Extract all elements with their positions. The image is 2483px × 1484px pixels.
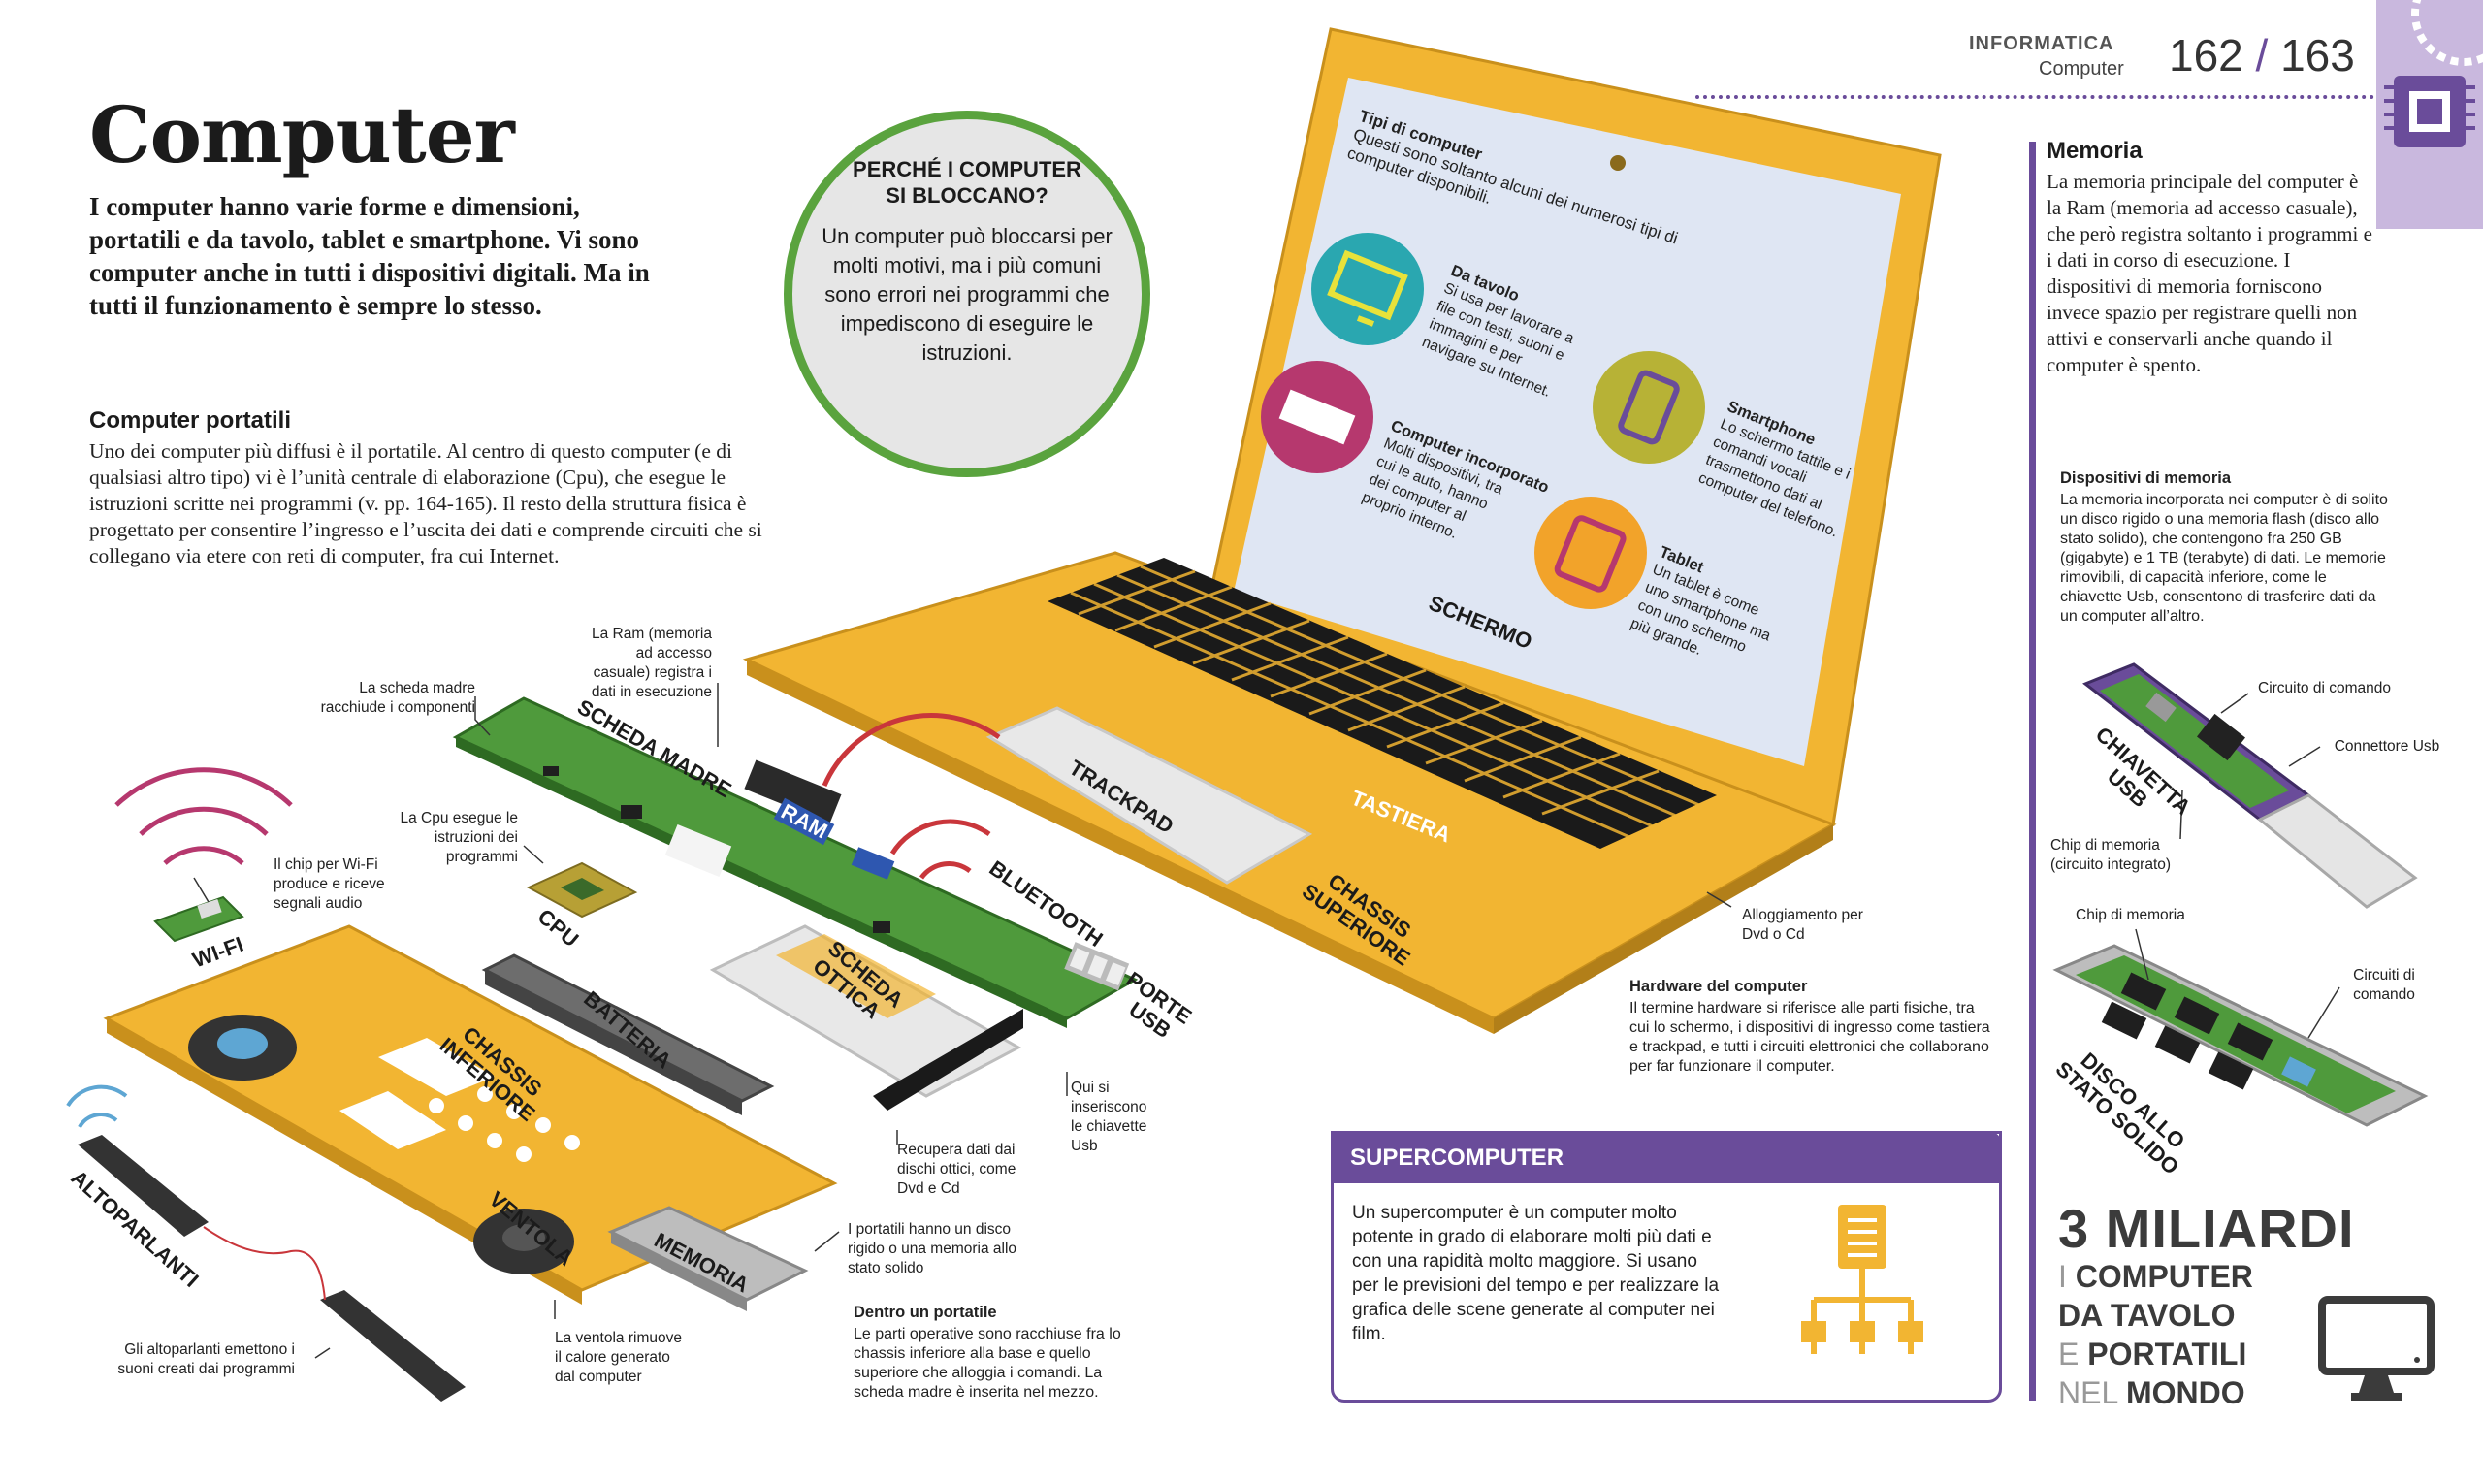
caption-usb: Qui si inseriscono le chiavette Usb: [1071, 1080, 1147, 1154]
page-left: 162: [2169, 30, 2243, 81]
smartphone-icon: [1593, 351, 1705, 464]
caption-altoparlanti: Gli altoparlanti emettono i suoni creati…: [117, 1341, 295, 1377]
caption-circuiti-comando: Circuiti di comando: [2353, 967, 2415, 1003]
caption-connettore: Connettore Usb: [2334, 738, 2440, 755]
cpu-chip-icon: [2384, 0, 2483, 147]
wifi-chip: [153, 895, 244, 943]
stat-line-2: DA TAVOLO: [2058, 1296, 2253, 1335]
motherboard: [452, 696, 1139, 1028]
bubble-text: Un computer può bloccarsi per molti moti…: [822, 224, 1113, 365]
laptop-base: [742, 551, 1837, 1034]
dispositivi-heading: Dispositivi di memoria: [2060, 469, 2232, 487]
caption-chip-memoria-ic: Chip di memoria (circuito integrato): [2050, 837, 2172, 873]
trackpad: [985, 706, 1313, 885]
dispositivi-text: La memoria incorporata nei computer è di…: [2060, 492, 2388, 625]
stat-l1b: COMPUTER: [2075, 1259, 2253, 1294]
supercomputer-text: Un supercomputer è un computer molto pot…: [1352, 1203, 1720, 1344]
usb-stick: [2082, 662, 2418, 909]
ssd: [2052, 944, 2429, 1127]
stat-l3a: E: [2058, 1337, 2080, 1371]
keyboard: [1048, 558, 1717, 849]
wifi-waves: [114, 767, 293, 865]
portatili-heading: Computer portatili: [89, 407, 291, 434]
stat-l4a: NEL: [2058, 1375, 2118, 1410]
memoria-heading: Memoria: [2047, 138, 2143, 164]
subsection-label: Computer: [2039, 58, 2124, 80]
portatili-text: Uno dei computer più diffusi è il portat…: [89, 439, 762, 567]
why-freeze-bubble: PERCHÉ I COMPUTER SI BLOCCANO? Un comput…: [784, 111, 1150, 477]
stat-line-3: E PORTATILI: [2058, 1335, 2253, 1373]
memoria-text: La memoria principale del computer è la …: [2047, 170, 2372, 376]
bluetooth-waves: [822, 713, 1001, 880]
caption-memoria: I portatili hanno un disco rigido o una …: [848, 1221, 1017, 1276]
tablet-icon: [1534, 497, 1647, 609]
caption-chip-memoria: Chip di memoria: [2076, 907, 2185, 923]
embedded-icon: [1261, 361, 1373, 473]
caption-ventola: La ventola rimuove il calore generato da…: [555, 1330, 682, 1385]
section-label: INFORMATICA: [1969, 33, 2114, 54]
cpu-chip: [526, 861, 638, 919]
stat-line-1: I COMPUTER: [2058, 1257, 2253, 1296]
supercomputer-heading: SUPERCOMPUTER: [1350, 1145, 1564, 1171]
header-dotted-rule: [1695, 95, 2374, 99]
page-title: Computer: [89, 89, 515, 180]
bubble-title: PERCHÉ I COMPUTER SI BLOCCANO?: [853, 157, 1081, 208]
chip-badge: [2376, 0, 2483, 229]
caption-ottica: Recupera dati dai dischi ottici, come Dv…: [897, 1142, 1016, 1197]
dentro-text: Le parti operative sono racchiuse fra lo…: [854, 1326, 1121, 1401]
stat-label: I COMPUTER DA TAVOLO E PORTATILI NEL MON…: [2058, 1257, 2253, 1412]
stat-l3b: PORTATILI: [2087, 1337, 2247, 1371]
lower-chassis: [103, 924, 838, 1305]
optical-drive: [709, 924, 1023, 1111]
right-column-bar: [2029, 142, 2036, 1401]
battery: [481, 953, 775, 1115]
stat-number: 3 MILIARDI: [2058, 1198, 2355, 1259]
caption-cpu: La Cpu esegue le istruzioni dei programm…: [400, 810, 518, 865]
intro-text: I computer hanno varie forme e dimension…: [89, 192, 650, 320]
page-numbers: 162 / 163: [2169, 29, 2355, 81]
network-icon: [1801, 1205, 1923, 1354]
stat-l1a: I: [2058, 1259, 2067, 1294]
stat-l2: DA TAVOLO: [2058, 1298, 2236, 1333]
hardware-text: Il termine hardware si riferisce alle pa…: [1629, 1000, 1990, 1075]
dentro-heading: Dentro un portatile: [854, 1304, 997, 1321]
desktop-icon: [1311, 233, 1424, 345]
caption-scheda-madre: La scheda madre racchiude i componenti: [320, 680, 475, 716]
memory-module: [607, 1206, 809, 1311]
caption-ram: La Ram (memoria ad accesso casuale) regi…: [591, 626, 712, 700]
stat-l4b: MONDO: [2125, 1375, 2245, 1410]
caption-wifi: Il chip per Wi-Fi produce e riceve segna…: [274, 856, 385, 912]
page-separator: /: [2255, 30, 2269, 81]
hardware-heading: Hardware del computer: [1629, 978, 1808, 995]
stat-line-4: NEL MONDO: [2058, 1373, 2253, 1412]
page-right: 163: [2280, 30, 2355, 81]
caption-circuito-comando: Circuito di comando: [2258, 680, 2391, 696]
speakers: [66, 1084, 466, 1402]
monitor-icon: [2318, 1296, 2435, 1401]
supercomputer-header: SUPERCOMPUTER: [1331, 1131, 2002, 1183]
caption-dvd: Alloggiamento per Dvd o Cd: [1742, 907, 1863, 943]
